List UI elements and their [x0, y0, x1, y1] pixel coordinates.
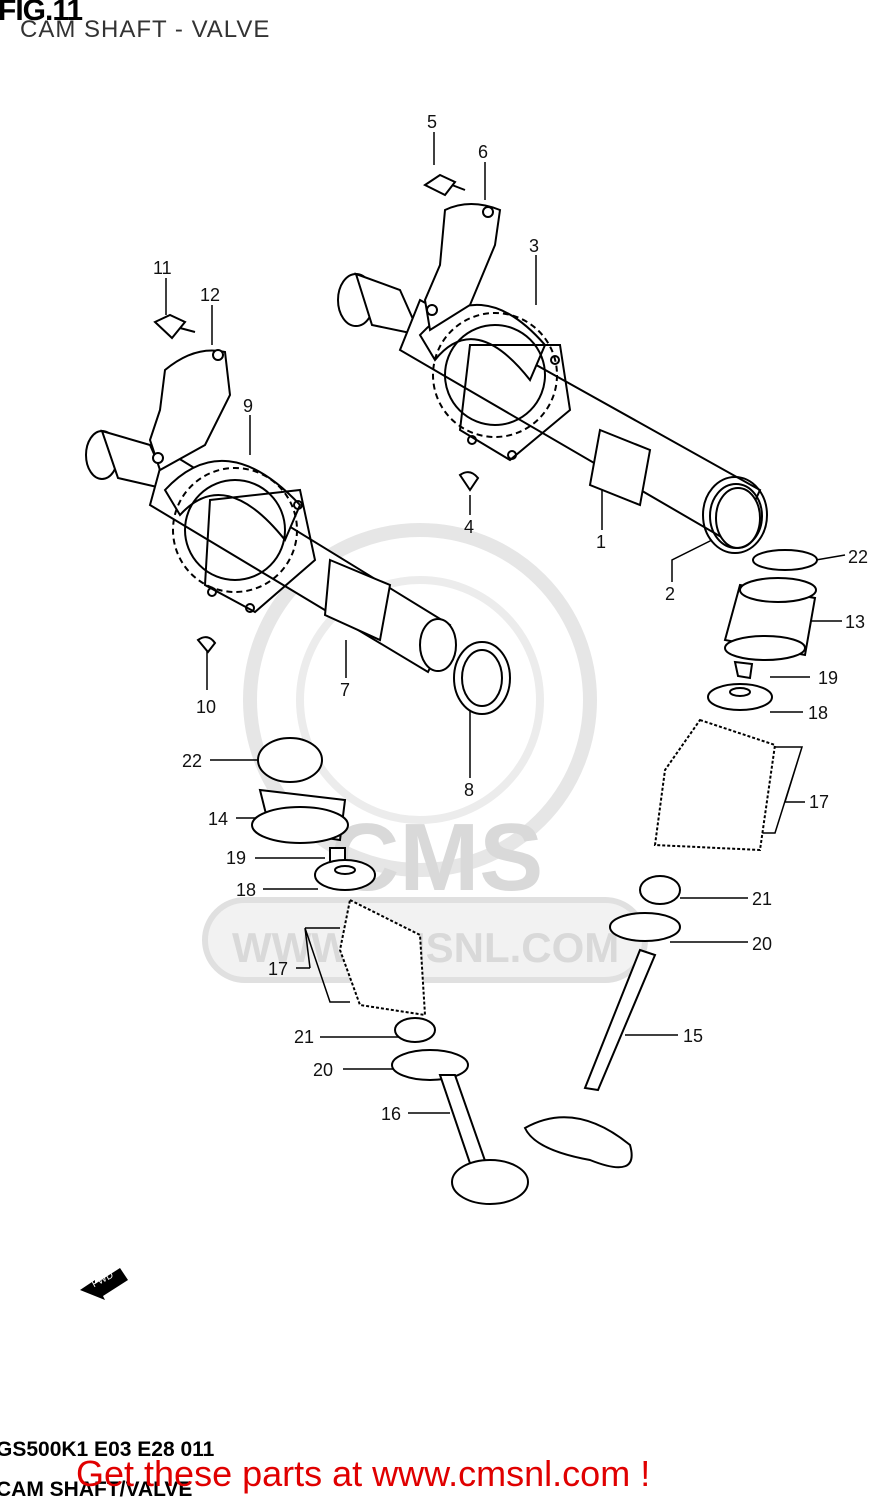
callout-21-right: 21 — [752, 889, 772, 909]
callout-19-left: 19 — [226, 848, 246, 868]
figure-title: CAM SHAFT - VALVE — [20, 16, 271, 43]
callout-17-right: 17 — [809, 792, 829, 812]
exhaust-camshaft — [337, 272, 768, 554]
fwd-arrow-icon: FWD — [80, 1268, 128, 1300]
callout-6: 6 — [478, 142, 488, 162]
callout-13: 13 — [845, 612, 865, 632]
callout-4: 4 — [464, 517, 474, 537]
diagram-code: GS500K1 E03 E28 011 — [0, 1438, 215, 1461]
callout-20-right: 20 — [752, 934, 772, 954]
callout-15: 15 — [683, 1026, 703, 1046]
callout-labels: 5 6 3 1 2 4 11 12 9 7 8 10 22 14 19 18 1… — [153, 112, 868, 1124]
callout-2: 2 — [665, 584, 675, 604]
callout-9: 9 — [243, 396, 253, 416]
callout-17-left: 17 — [268, 959, 288, 979]
callout-14: 14 — [208, 809, 228, 829]
callout-8: 8 — [464, 780, 474, 800]
callout-20-left: 20 — [313, 1060, 333, 1080]
watermark: CMS WWW.CMSNL.COM — [202, 523, 648, 983]
left-valve-train — [251, 737, 529, 1205]
callout-22-right: 22 — [848, 547, 868, 567]
callout-18-right: 18 — [808, 703, 828, 723]
watermark-url: WWW.CMSNL.COM — [232, 924, 619, 971]
callout-10: 10 — [196, 697, 216, 717]
figure-number: FIG.11 — [0, 0, 83, 27]
callout-11: 11 — [153, 258, 172, 278]
promo-link[interactable]: Get these parts at www.cmsnl.com ! — [76, 1453, 651, 1494]
diagram-caption: CAM SHAFT/VALVE — [0, 1478, 193, 1501]
callout-7: 7 — [340, 680, 350, 700]
callout-3: 3 — [529, 236, 539, 256]
right-valve-train — [523, 549, 818, 1169]
callout-21-left: 21 — [294, 1027, 314, 1047]
intake-camshaft — [85, 429, 457, 674]
callout-16: 16 — [381, 1104, 401, 1124]
leader-lines — [165, 132, 846, 1114]
callout-1: 1 — [596, 532, 606, 552]
watermark-brand: CMS — [330, 804, 543, 911]
cam-chain-guide-1 — [423, 173, 502, 492]
cam-sprocket-1 — [432, 312, 572, 462]
cam-sprocket-2 — [172, 467, 317, 614]
callout-22-left: 22 — [182, 751, 202, 771]
callout-12: 12 — [200, 285, 220, 305]
callout-5: 5 — [427, 112, 437, 132]
cam-chain-guide-2 — [148, 313, 511, 715]
callout-18-left: 18 — [236, 880, 256, 900]
callout-19-right: 19 — [818, 668, 838, 688]
